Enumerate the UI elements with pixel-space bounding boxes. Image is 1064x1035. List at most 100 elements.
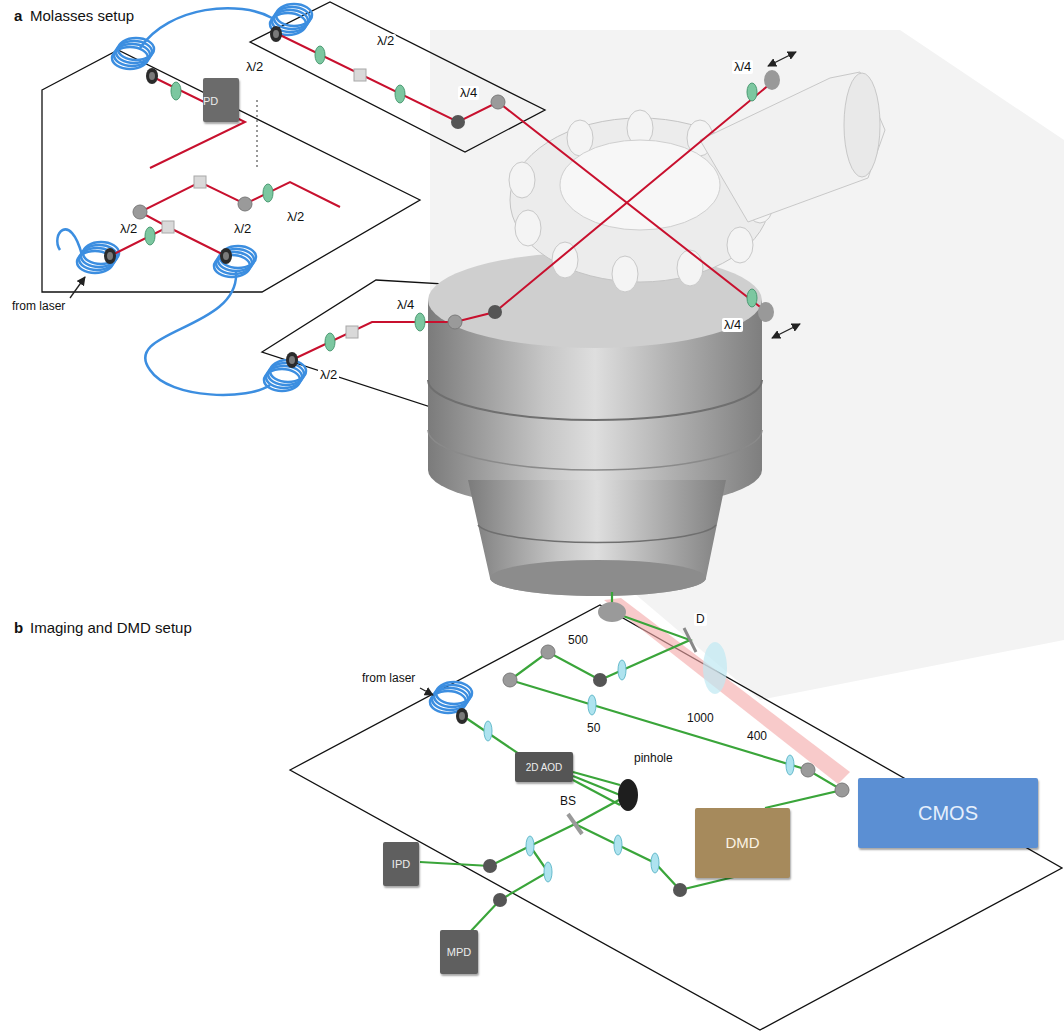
input-arrow <box>420 688 433 695</box>
mirror <box>503 673 517 687</box>
fiber-cable <box>57 229 82 255</box>
optics-label: 50 <box>585 722 602 735</box>
illustration-part <box>490 560 706 596</box>
beam-splitter-cube <box>346 326 358 338</box>
waveplate <box>145 227 155 245</box>
mirror <box>491 95 505 109</box>
fiber-coupler <box>220 248 232 264</box>
lens <box>703 642 727 694</box>
mirror <box>238 197 252 211</box>
input-arrow <box>70 277 85 298</box>
optics-label: 1000 <box>685 712 716 725</box>
box-label: CMOS <box>918 802 978 824</box>
dichroic-plate <box>684 628 696 652</box>
box-label: MPD <box>447 946 471 958</box>
illustration-part <box>612 256 638 292</box>
lens <box>588 695 596 715</box>
optics-label: λ/4 <box>722 318 743 332</box>
illustration-part <box>510 592 690 680</box>
illustration-part <box>428 430 762 470</box>
retro-mirror <box>764 70 780 90</box>
panel-title: Molasses setup <box>28 8 136 24</box>
illustration-part <box>727 227 753 263</box>
breadboard-outline <box>290 605 1062 1030</box>
fiber-coupler <box>146 68 158 84</box>
optics-label: BS <box>558 795 578 808</box>
lens <box>614 835 622 855</box>
mirror <box>493 893 507 907</box>
green-beam <box>420 592 842 932</box>
mirror <box>801 763 815 777</box>
fiber-coil <box>430 682 472 713</box>
illustration-part <box>677 250 703 286</box>
beam-splitter-plate <box>568 814 582 834</box>
laser-beam <box>112 34 770 358</box>
illustration-part <box>470 846 548 932</box>
illustration-part <box>478 525 716 542</box>
box-label: DMD <box>725 835 759 852</box>
lens <box>544 862 552 882</box>
fiber-coupler <box>104 248 116 264</box>
optics-label: 400 <box>745 730 769 743</box>
illustration-part <box>278 34 764 310</box>
waveplate <box>747 83 757 101</box>
mirror <box>598 602 626 622</box>
waveplate <box>395 85 405 103</box>
illustration-part <box>428 380 762 420</box>
lens <box>484 721 492 741</box>
optics-label: λ/4 <box>395 298 416 312</box>
illustration-part <box>510 680 842 808</box>
lens <box>786 755 794 775</box>
lens <box>651 853 659 873</box>
illustration-part <box>112 182 340 255</box>
illustration-part <box>560 140 720 230</box>
translation-arrow <box>768 52 796 66</box>
illustration-part <box>844 73 880 177</box>
fiber-cable <box>145 272 270 395</box>
illustration-part <box>150 78 245 168</box>
panel-title: Imaging and DMD setup <box>28 620 194 636</box>
translation-arrow <box>772 324 800 338</box>
vacuum-chamber <box>428 72 885 596</box>
fiber-coupler <box>270 26 282 42</box>
panel-letter: b <box>12 620 25 636</box>
optics-label: λ/2 <box>232 222 253 236</box>
waveplate <box>747 289 757 307</box>
illustration-part <box>573 780 620 805</box>
optics-label: D <box>694 613 707 626</box>
illustration-part <box>468 480 726 596</box>
dmd-box: DMD <box>695 808 790 878</box>
fiber-coil <box>214 246 256 277</box>
beam-splitter-cube <box>162 221 174 233</box>
illustration-part <box>509 162 535 198</box>
beam-splitter-cube <box>354 69 366 81</box>
illustration-part <box>515 210 541 246</box>
fiber-coil <box>112 38 154 69</box>
mirror <box>593 673 607 687</box>
fiber-coupler <box>456 708 468 724</box>
lens <box>618 660 626 680</box>
illustration-part <box>168 227 222 254</box>
mirror <box>541 645 555 659</box>
optics-label: pinhole <box>632 752 675 765</box>
beam-splitter-cube <box>194 176 206 188</box>
fiber-coil <box>77 242 119 273</box>
box-label: 2D AOD <box>526 762 563 773</box>
optics-label: from laser <box>10 300 67 313</box>
photodiode-box: PD <box>203 78 239 122</box>
imaging-beam <box>604 598 850 784</box>
mirror <box>448 315 462 329</box>
illustration-part <box>296 84 770 358</box>
mirror <box>673 883 687 897</box>
fiber-cable <box>140 8 272 48</box>
illustration-part <box>700 72 885 222</box>
optics-label: λ/2 <box>318 368 339 382</box>
waveplate <box>263 184 273 202</box>
aod-box: 2D AOD <box>515 752 573 782</box>
optics-label: λ/2 <box>244 60 265 74</box>
waveplate <box>325 333 335 351</box>
mirror <box>483 859 497 873</box>
optics-label: λ/2 <box>118 222 139 236</box>
mirror <box>451 115 465 129</box>
